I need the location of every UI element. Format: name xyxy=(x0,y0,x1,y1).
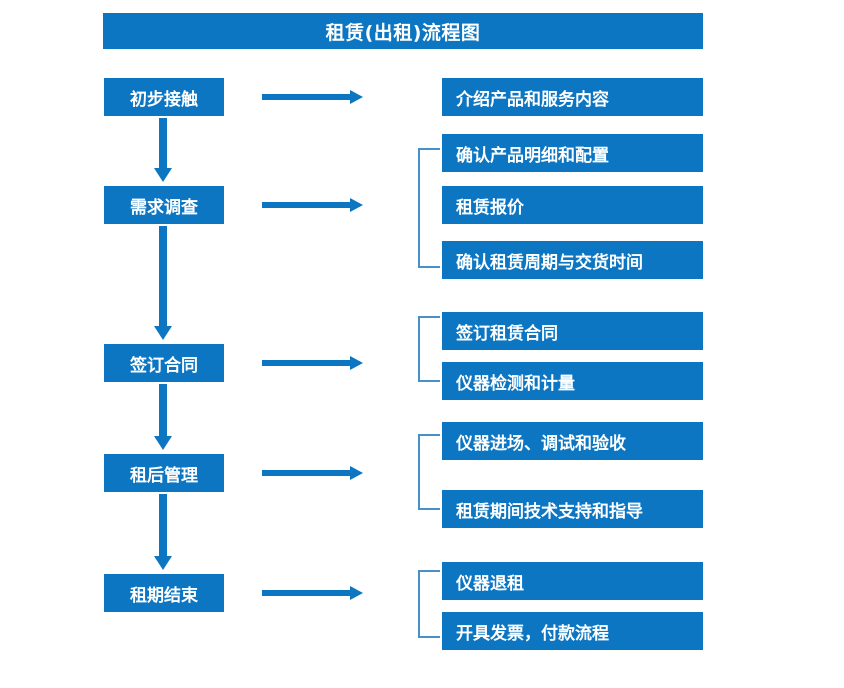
group-bracket-租期结束 xyxy=(417,570,441,638)
detail-box-仪器检测和计量[interactable]: 仪器检测和计量 xyxy=(442,362,703,400)
stage-box-租后管理[interactable]: 租后管理 xyxy=(104,454,224,492)
detail-box-确认租赁周期与交货时间[interactable]: 确认租赁周期与交货时间 xyxy=(442,241,703,279)
detail-box-开具发票付款流程[interactable]: 开具发票，付款流程 xyxy=(442,612,703,650)
detail-box-确认产品明细和配置[interactable]: 确认产品明细和配置 xyxy=(442,134,703,172)
down-arrow-icon xyxy=(152,494,174,572)
detail-box-签订租赁合同[interactable]: 签订租赁合同 xyxy=(442,312,703,350)
right-arrow-icon xyxy=(262,585,364,601)
detail-box-介绍产品和服务内容[interactable]: 介绍产品和服务内容 xyxy=(442,78,703,116)
stage-label: 租后管理 xyxy=(130,465,198,486)
detail-label: 介绍产品和服务内容 xyxy=(456,89,609,110)
group-bracket-需求调查 xyxy=(417,148,441,268)
stage-label: 初步接触 xyxy=(130,89,198,110)
group-bracket-签订合同 xyxy=(417,316,441,382)
detail-label: 签订租赁合同 xyxy=(456,323,558,344)
detail-label: 租赁期间技术支持和指导 xyxy=(456,501,643,522)
page-title: 租赁(出租)流程图 xyxy=(325,21,481,44)
group-bracket-租后管理 xyxy=(417,434,441,510)
right-arrow-icon xyxy=(262,197,364,213)
detail-label: 开具发票，付款流程 xyxy=(456,623,609,644)
diagram-title-bar: 租赁(出租)流程图 xyxy=(103,13,703,49)
right-arrow-icon xyxy=(262,465,364,481)
detail-label: 确认产品明细和配置 xyxy=(456,145,609,166)
detail-box-租赁报价[interactable]: 租赁报价 xyxy=(442,186,703,224)
right-arrow-icon xyxy=(262,355,364,371)
detail-label: 租赁报价 xyxy=(456,197,524,218)
detail-label: 仪器检测和计量 xyxy=(456,373,575,394)
down-arrow-icon xyxy=(152,384,174,452)
detail-label: 确认租赁周期与交货时间 xyxy=(456,252,643,273)
detail-box-仪器退租[interactable]: 仪器退租 xyxy=(442,562,703,600)
stage-label: 需求调查 xyxy=(130,197,198,218)
detail-box-仪器进场调试和验收[interactable]: 仪器进场、调试和验收 xyxy=(442,422,703,460)
stage-label: 签订合同 xyxy=(130,355,198,376)
down-arrow-icon xyxy=(152,226,174,342)
stage-box-签订合同[interactable]: 签订合同 xyxy=(104,344,224,382)
stage-label: 租期结束 xyxy=(130,585,198,606)
stage-box-租期结束[interactable]: 租期结束 xyxy=(104,574,224,612)
right-arrow-icon xyxy=(262,89,364,105)
stage-box-需求调查[interactable]: 需求调查 xyxy=(104,186,224,224)
detail-label: 仪器退租 xyxy=(456,573,524,594)
down-arrow-icon xyxy=(152,118,174,184)
detail-label: 仪器进场、调试和验收 xyxy=(456,433,626,454)
stage-box-初步接触[interactable]: 初步接触 xyxy=(104,78,224,116)
detail-box-租赁期间技术支持和指导[interactable]: 租赁期间技术支持和指导 xyxy=(442,490,703,528)
